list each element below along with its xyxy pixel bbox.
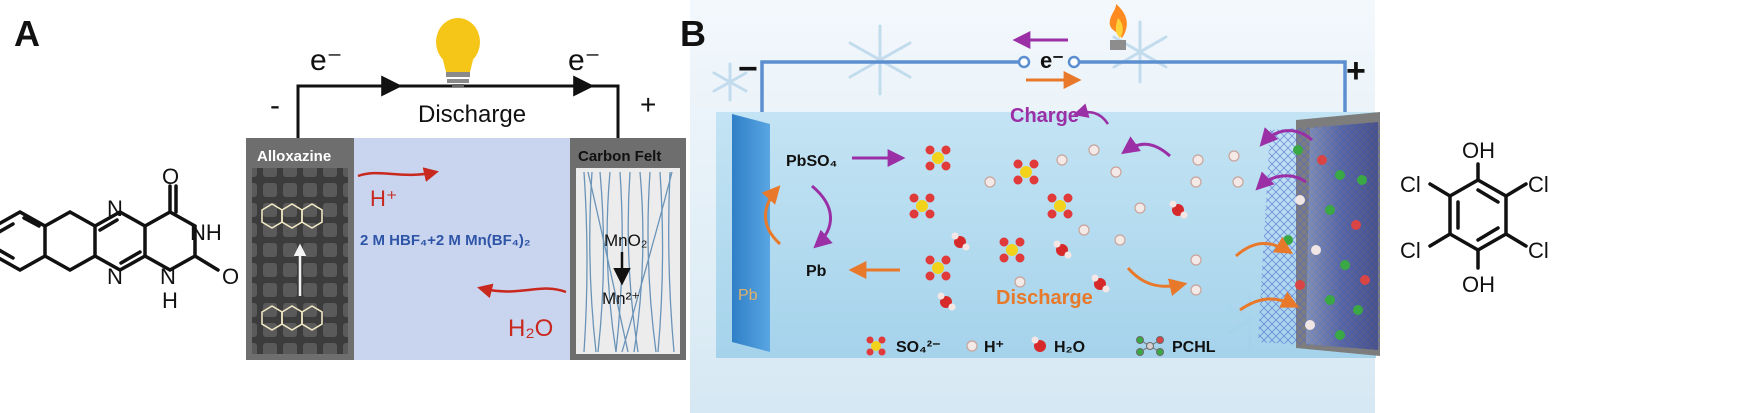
- legend-h-label: H⁺: [984, 339, 1004, 356]
- atom-n-bottom: N: [107, 264, 123, 289]
- circuit-a: e⁻ e⁻ - + Discharge: [270, 18, 656, 138]
- bulb-flame-icon: [1109, 4, 1127, 50]
- carbon-felt-electrode: Carbon Felt MnO₂ Mn²⁺: [570, 138, 686, 360]
- electron-right-label: e⁻: [568, 44, 601, 77]
- pchl-structure: [1428, 162, 1528, 270]
- atom-cl-bottom-left: Cl: [1400, 238, 1421, 263]
- discharge-label-a: Discharge: [418, 101, 526, 128]
- carbon-felt-label: Carbon Felt: [578, 148, 661, 165]
- electron-left-label: e⁻: [310, 44, 343, 77]
- alloxazine-structure: [0, 184, 220, 273]
- atom-oh-top: OH: [1462, 138, 1495, 163]
- charge-flow: [811, 127, 1313, 249]
- charge-label: Charge: [1010, 105, 1079, 127]
- atom-cl-top-left: Cl: [1400, 172, 1421, 197]
- pchl-electrode: [1258, 112, 1380, 356]
- mn2-label: Mn²⁺: [602, 289, 640, 308]
- water-molecules: [937, 200, 1188, 311]
- panel-b-label: B: [680, 13, 706, 54]
- water-arrow: [477, 283, 567, 299]
- panel-b: B e⁻ − + Pb: [680, 0, 1549, 413]
- atom-oh-bottom: OH: [1462, 272, 1495, 297]
- atom-nh: NH: [190, 220, 222, 245]
- legend-h2o-label: H₂O: [1054, 339, 1085, 356]
- legend-so4-label: SO₄²⁻: [896, 339, 941, 356]
- legend-b: SO₄²⁻ H⁺ H₂O PCHL: [866, 336, 1216, 356]
- pb-label: Pb: [806, 263, 827, 280]
- plus-terminal-a: +: [640, 89, 656, 120]
- electrolyte-label: 2 M HBF₄+2 M Mn(BF₄)₂: [360, 232, 531, 249]
- pb-electrode: Pb: [732, 114, 770, 352]
- discharge-label-b: Discharge: [996, 287, 1093, 309]
- circuit-b: e⁻ − +: [738, 4, 1366, 112]
- bulb-icon: [436, 18, 480, 87]
- panel-a-label: A: [14, 13, 40, 54]
- electron-label-b: e⁻: [1040, 48, 1064, 73]
- pbso4-label: PbSO₄: [786, 153, 837, 170]
- alloxazine-electrode-label: Alloxazine: [257, 148, 331, 165]
- sulfate-ions: [909, 145, 1073, 281]
- plus-terminal-b: +: [1346, 52, 1366, 90]
- h-plus-arrow: [357, 167, 439, 182]
- h-plus-label: H⁺: [370, 186, 398, 211]
- atom-o-top: O: [162, 164, 179, 189]
- alloxazine-atom-labels: N N O O NH N H: [107, 164, 239, 313]
- atom-o-right: O: [222, 264, 239, 289]
- mno2-label: MnO₂: [604, 231, 647, 250]
- atom-h-lower: H: [162, 288, 178, 313]
- alloxazine-electrode: Alloxazine: [246, 138, 354, 360]
- pchl-particles: [1283, 145, 1370, 340]
- panel-a: A N N O O NH N H: [0, 13, 686, 360]
- pb-plate-label: Pb: [738, 287, 758, 304]
- minus-terminal-b: −: [738, 50, 758, 88]
- minus-terminal-a: -: [270, 89, 280, 122]
- legend-pchl-label: PCHL: [1172, 339, 1216, 356]
- atom-n-top: N: [107, 196, 123, 221]
- discharge-flow: [761, 185, 1300, 312]
- proton-dots: [984, 144, 1244, 296]
- atom-n-lower: N: [160, 264, 176, 289]
- atom-cl-bottom-right: Cl: [1528, 238, 1549, 263]
- pchl-atom-labels: OH Cl Cl Cl Cl OH: [1400, 138, 1549, 297]
- water-label: H₂O: [508, 315, 553, 342]
- atom-cl-top-right: Cl: [1528, 172, 1549, 197]
